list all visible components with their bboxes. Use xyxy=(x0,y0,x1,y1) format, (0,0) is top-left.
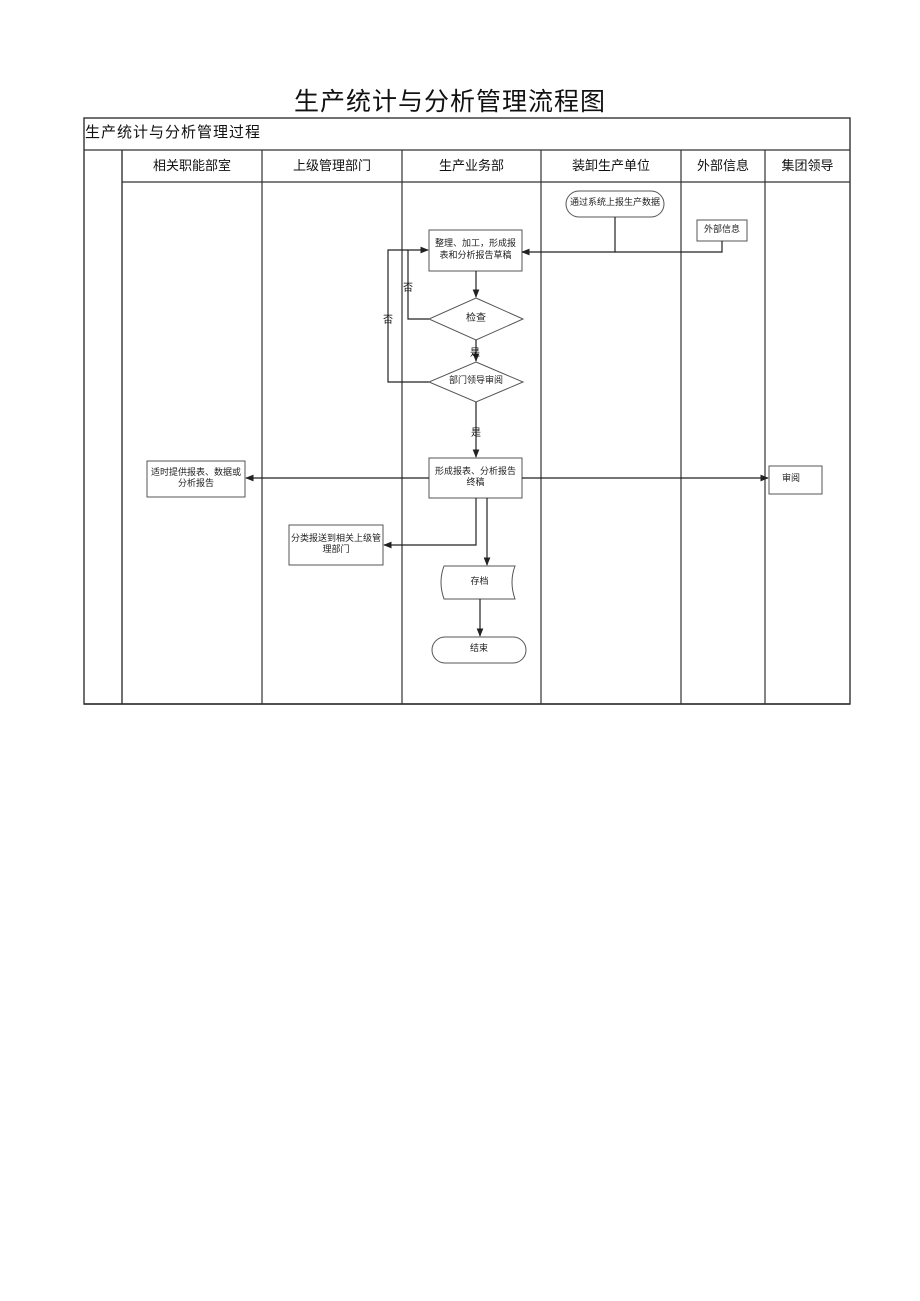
send-upper-shape xyxy=(288,524,384,566)
review-yes-label: 是 xyxy=(471,428,481,439)
swimlane-grid xyxy=(83,117,851,705)
lane-header-upper-management: 上级管理部门 xyxy=(292,159,371,174)
send-upper-node: 分类报送到相关上级管理部门 xyxy=(291,533,382,555)
group-review-shape xyxy=(768,465,823,495)
check-yes-label: 是 xyxy=(470,348,480,359)
lane-header-external-info: 外部信息 xyxy=(696,159,749,174)
check-no-label: 否 xyxy=(403,283,413,294)
lane-header-group-leaders: 集团领导 xyxy=(781,159,834,174)
process-title: 生产统计与分析管理过程 xyxy=(85,123,262,141)
provide-report-node: 适时提供报表、数据或分析报告 xyxy=(150,467,241,489)
draft-report-node: 整理、加工，形成报表和分析报告草稿 xyxy=(434,239,516,261)
review-no-label: 否 xyxy=(383,315,393,326)
provide-report-shape xyxy=(146,460,246,498)
lane-header-functional-depts: 相关职能部室 xyxy=(152,159,231,174)
check-node: 检查 xyxy=(466,312,486,324)
external-info-node: 外部信息 xyxy=(703,224,740,235)
lane-header-production-dept: 生产业务部 xyxy=(438,159,504,174)
end-node: 结束 xyxy=(469,644,488,655)
archive-shape xyxy=(440,565,516,600)
final-report-node: 形成报表、分析报告终稿 xyxy=(434,466,516,488)
archive-node: 存档 xyxy=(470,576,489,587)
lane-header-loading-unit: 装卸生产单位 xyxy=(571,159,650,174)
group-review-node: 审阅 xyxy=(782,474,801,485)
source-data-node: 通过系统上报生产数据 xyxy=(570,198,661,209)
leader-review-node: 部门领导审阅 xyxy=(448,376,503,387)
connectors xyxy=(245,217,769,637)
page-title: 生产统计与分析管理流程图 xyxy=(293,87,606,116)
end-shape xyxy=(431,636,527,664)
